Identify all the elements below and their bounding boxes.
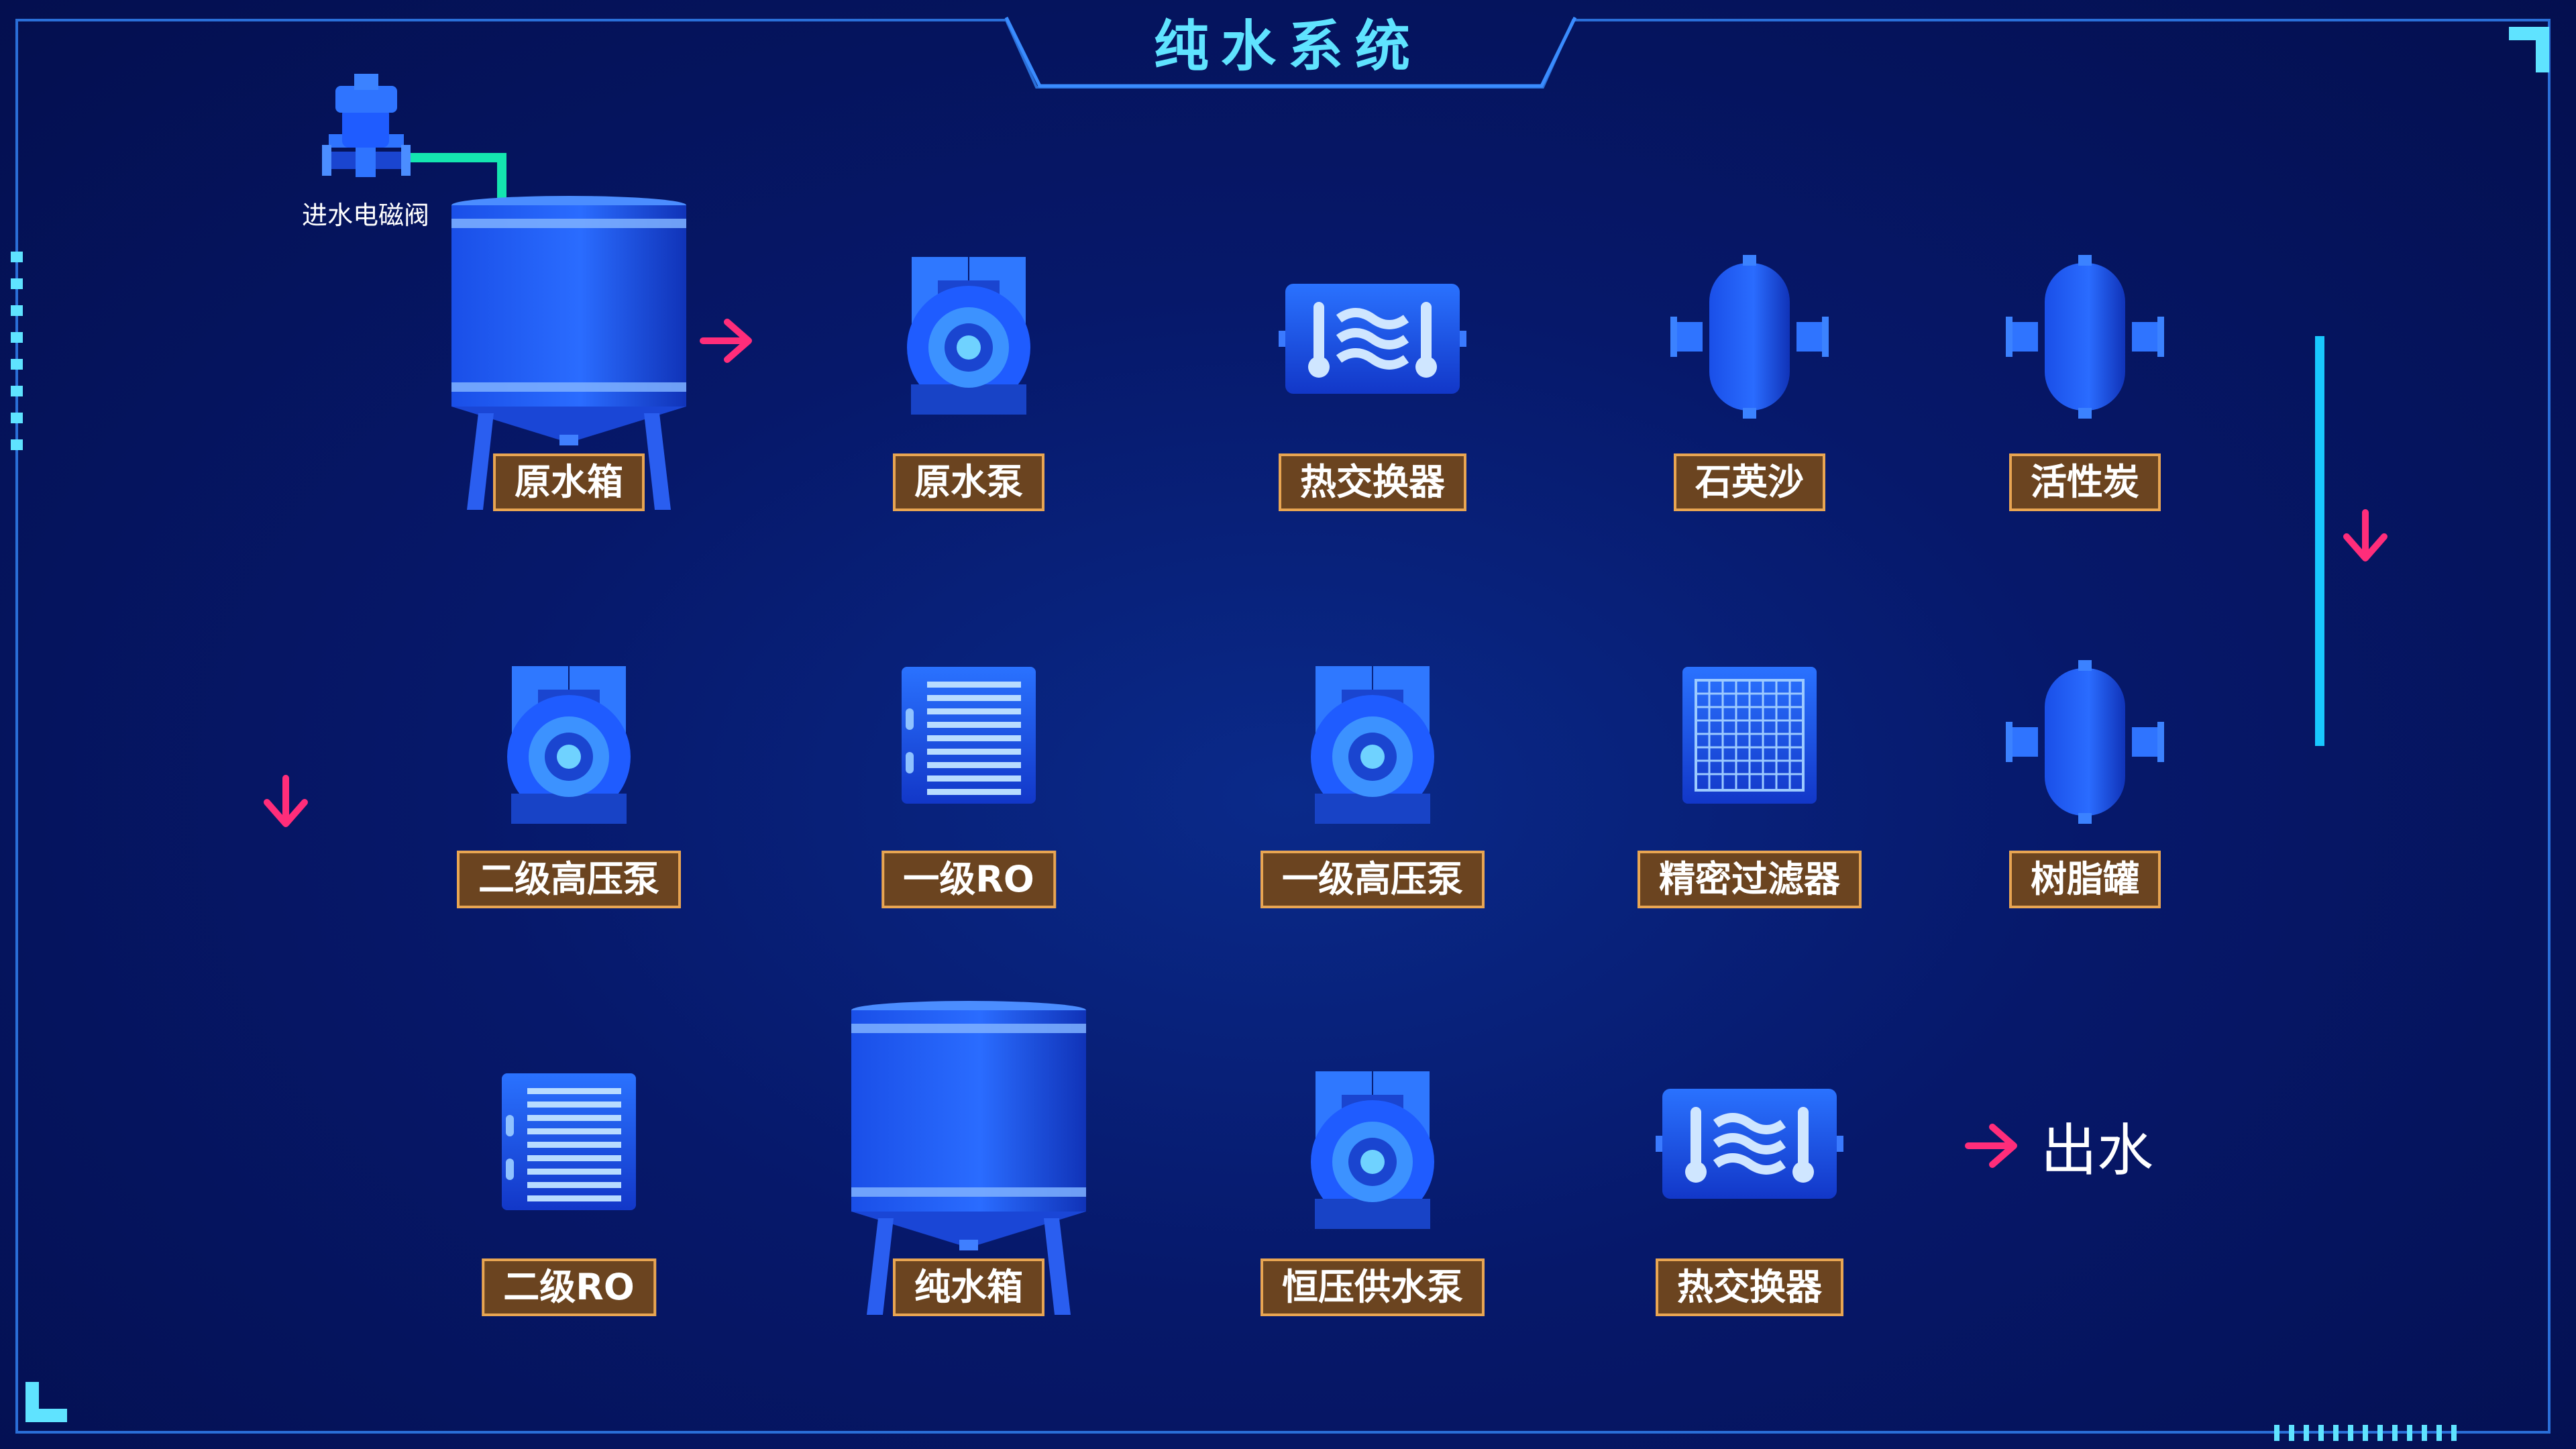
label-resin-tank: 树脂罐: [2009, 851, 2161, 908]
label-pure-water-tank: 纯水箱: [893, 1258, 1044, 1316]
label-raw-water-tank: 原水箱: [493, 453, 645, 511]
side-tick-decoration-left: [11, 252, 23, 450]
solenoid-valve-icon: [322, 74, 411, 177]
label-stage2-high-pressure-pump: 二级高压泵: [457, 851, 681, 908]
resin-tank-icon: [2006, 660, 2164, 824]
label-raw-water-pump: 原水泵: [893, 453, 1044, 511]
title-bar-frame: [1004, 16, 1577, 88]
heat-exchanger-icon: [1279, 284, 1466, 394]
quartz-sand-filter-icon: [1670, 255, 1829, 419]
page-title: 纯水系统: [1153, 15, 1422, 78]
precision-filter-icon: [1681, 665, 1818, 805]
label-constant-pressure-pump: 恒压供水泵: [1260, 1258, 1485, 1316]
inlet-valve-label: 进水电磁阀: [302, 201, 430, 230]
bottom-tick-decoration-right: [2274, 1425, 2457, 1441]
flow-arrow-down-icon: [267, 778, 305, 824]
label-activated-carbon: 活性炭: [2009, 453, 2161, 511]
outlet-label: 出水: [2041, 1118, 2154, 1183]
label-stage2-ro: 二级RO: [482, 1258, 656, 1316]
flow-arrow-right-icon: [703, 322, 749, 360]
stage2-high-pressure-pump-icon: [507, 666, 631, 824]
flow-arrow-right-icon: [1968, 1127, 2014, 1165]
corner-decoration-bottom-left: [25, 1382, 67, 1422]
constant-pressure-pump-icon: [1311, 1071, 1434, 1229]
activated-carbon-filter-icon: [2006, 255, 2164, 419]
label-stage1-ro: 一级RO: [881, 851, 1056, 908]
label-heat-exchanger-2: 热交换器: [1656, 1258, 1843, 1316]
label-heat-exchanger: 热交换器: [1279, 453, 1466, 511]
label-stage1-high-pressure-pump: 一级高压泵: [1260, 851, 1485, 908]
raw-water-pump-icon: [907, 257, 1030, 415]
heat-exchanger-icon: [1656, 1089, 1843, 1199]
stage1-high-pressure-pump-icon: [1311, 666, 1434, 824]
label-precision-filter: 精密过滤器: [1638, 851, 1862, 908]
stage2-ro-icon: [502, 1073, 636, 1210]
label-quartz-sand: 石英沙: [1674, 453, 1825, 511]
stage1-ro-icon: [902, 667, 1036, 804]
pipe-inlet: [402, 153, 506, 205]
corner-decoration-top-right: [2509, 27, 2549, 72]
flow-arrow-down-icon: [2347, 513, 2384, 558]
screen-frame: [15, 19, 2551, 1434]
